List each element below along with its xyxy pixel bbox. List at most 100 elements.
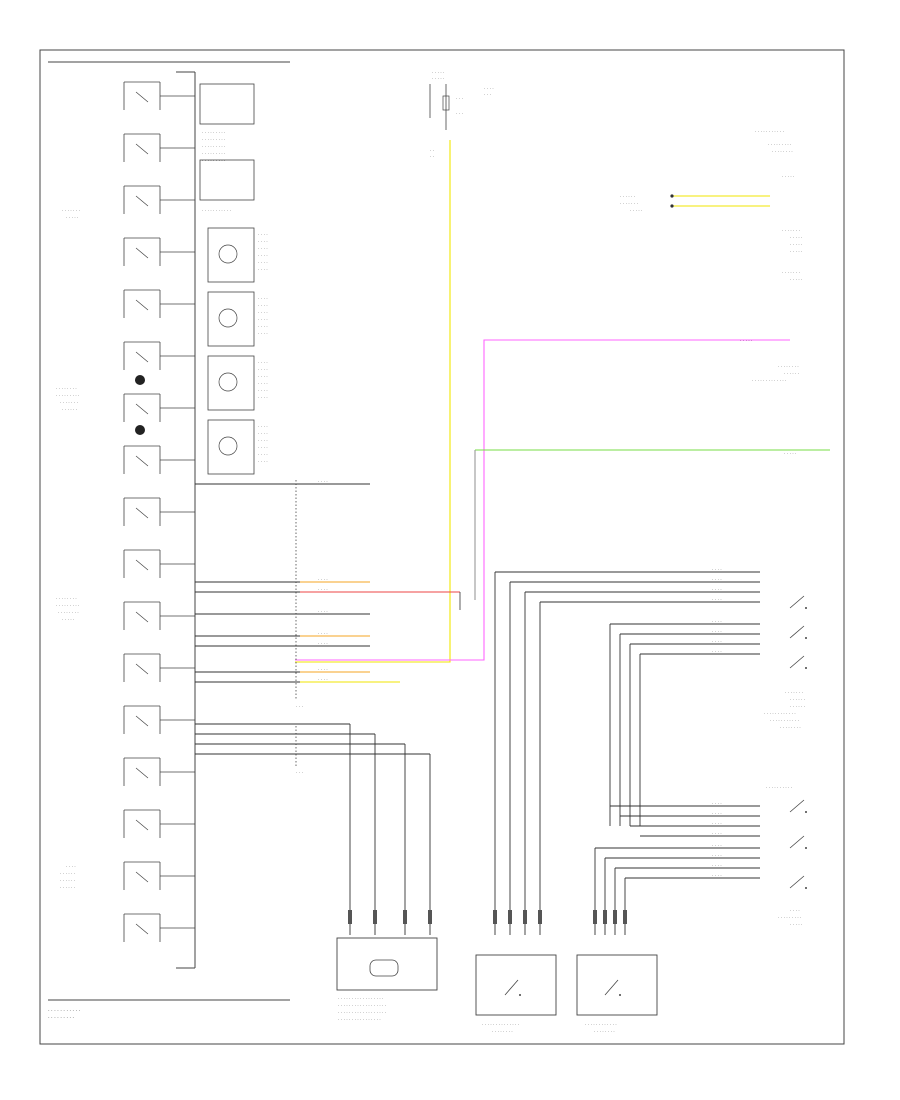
wire-label: · · · · — [712, 801, 722, 806]
connector-pin — [593, 910, 597, 924]
solenoid-stack — [123, 81, 195, 942]
transistor-symbol — [135, 375, 145, 385]
svg-text:· · · · · · · ·: · · · · · · · · — [56, 386, 77, 391]
svg-text:· · · · · · · · ·: · · · · · · · · · — [56, 603, 80, 608]
wire-label: · · · · — [318, 667, 328, 672]
switch-symbol — [789, 875, 805, 889]
svg-text:· · · · · · · ·: · · · · · · · · — [594, 1029, 615, 1034]
solenoid-symbol — [135, 351, 149, 363]
cluster-pin — [670, 194, 674, 198]
svg-text:· · ·: · · · — [456, 96, 463, 101]
svg-text:· · · · ·: · · · · · — [630, 208, 643, 213]
wire-label: · · · · — [318, 587, 328, 592]
speed-sensor-box — [207, 419, 255, 475]
svg-text:· · · · · · · · · · · ·: · · · · · · · · · · · · — [585, 1022, 617, 1027]
solenoid-symbol — [135, 455, 149, 467]
cluster-pin — [670, 204, 674, 208]
wire-label: · · · · — [712, 587, 722, 592]
speed-sensor-coil — [218, 436, 238, 456]
svg-text:· · · · · ·: · · · · · · — [790, 704, 805, 709]
svg-text:· · · · ·: · · · · · — [432, 76, 445, 81]
svg-text:· · · · · · · · ·: · · · · · · · · · — [778, 915, 802, 920]
wire-label: · · · · — [712, 853, 722, 858]
connector-pin — [428, 910, 432, 924]
svg-text:· · · · ·: · · · · · — [790, 277, 803, 282]
svg-text:· · · · · ·: · · · · · · — [60, 871, 75, 876]
solenoid-symbol — [135, 715, 149, 727]
connector-pin — [603, 910, 607, 924]
wire-label: · · · · — [712, 567, 722, 572]
speed-sensor-box — [207, 355, 255, 411]
wire-label: · · · · — [318, 609, 328, 614]
center-connector: · · · · · · — [295, 480, 303, 775]
sensor-label: · · · · · · · · · — [202, 151, 226, 156]
sensor-label: · · · · — [258, 395, 268, 400]
wire-label: · · · · — [712, 873, 722, 878]
sensor-label: · · · · · · · · · — [202, 158, 226, 163]
solenoid-symbol — [135, 403, 149, 415]
speed-sensor-coil — [218, 308, 238, 328]
solenoid-symbol — [135, 247, 149, 259]
svg-text:· · · · · · · · · · ·: · · · · · · · · · · · — [770, 718, 799, 723]
wire-label: · · · · — [712, 639, 722, 644]
svg-text:· · · · · · · · · · · · ·: · · · · · · · · · · · · · — [752, 378, 786, 383]
wire-label: · · · · — [712, 843, 722, 848]
svg-text:· · · · · · ·: · · · · · · · — [782, 228, 800, 233]
sensor-label: · · · · — [258, 260, 268, 265]
wire-label: · · · · — [712, 831, 722, 836]
svg-text:· · · · ·: · · · · · — [790, 249, 803, 254]
svg-text:· · · · · ·: · · · · · · — [60, 878, 75, 883]
solenoid-symbol — [135, 871, 149, 883]
connector-pin — [403, 910, 407, 924]
sensor-label: · · · · — [258, 367, 268, 372]
transmission-control-module: · · · · · · · · · · · · · · · · · · · · — [48, 61, 290, 1021]
sensor-label: · · · · · · · · · · · — [202, 208, 231, 213]
solenoid-symbol — [135, 91, 149, 103]
switch-symbol — [789, 625, 805, 639]
svg-text:· ·: · · — [430, 148, 434, 153]
svg-text:· · · · · · · ·: · · · · · · · · — [58, 610, 79, 615]
speed-sensor-coil — [218, 372, 238, 392]
svg-text:· · · · ·: · · · · · — [66, 215, 79, 220]
connector-pin — [373, 910, 377, 924]
svg-text:· · · · · ·: · · · · · · — [60, 885, 75, 890]
svg-text:· · · · · · · · · · · · · ·: · · · · · · · · · · · · · · — [482, 1022, 519, 1027]
sensor-label: · · · · · · · · · — [202, 137, 226, 142]
svg-text:· · · · ·: · · · · · — [62, 617, 75, 622]
svg-text:· · · · · ·: · · · · · · — [620, 194, 635, 199]
speed-sensor-coil — [218, 244, 238, 264]
svg-text:· · · · · · · ·: · · · · · · · · — [56, 596, 77, 601]
svg-text:· · · · ·: · · · · · — [790, 922, 803, 927]
svg-text:· · · · ·: · · · · · — [790, 242, 803, 247]
svg-text:· · · · · · · · · · · · · · ·: · · · · · · · · · · · · · · · · · · — [338, 1003, 386, 1008]
svg-text:· · ·: · · · — [456, 111, 463, 116]
svg-text:· · · · · · · ·: · · · · · · · · — [492, 1029, 513, 1034]
svg-text:· · · ·: · · · · — [66, 864, 76, 869]
switch-contact — [805, 607, 807, 609]
switch-contact — [805, 847, 807, 849]
svg-text:· · · ·: · · · · — [790, 908, 800, 913]
sensor-label: · · · · — [258, 331, 268, 336]
solenoid-symbol — [135, 195, 149, 207]
sensor-label: · · · · — [258, 374, 268, 379]
svg-text:· · · · · · ·: · · · · · · · — [62, 208, 80, 213]
speed-sensor-group: · · · · · · · · · · · · · · · · · · · · · · ·… — [199, 83, 268, 475]
switch-symbol — [789, 595, 805, 609]
wire-label: · · · · — [712, 597, 722, 602]
svg-text:· · ·: · · · — [296, 770, 303, 775]
wire-label: · · · · — [712, 577, 722, 582]
svg-text:· · · · · · · · · · · · · · ·: · · · · · · · · · · · · · · · · · — [338, 996, 383, 1001]
svg-text:· · · · · · ·: · · · · · · · — [782, 270, 800, 275]
wire-label: · · · · — [712, 811, 722, 816]
sensor-label: · · · · — [258, 431, 268, 436]
speed-sensor-box — [207, 227, 255, 283]
sensor-label: · · · · — [258, 360, 268, 365]
svg-text:· · · · · · · · · · · · · · ·: · · · · · · · · · · · · · · · · — [338, 1017, 381, 1022]
right-wire-bundle: · · · · · · · · · · · · · · · · · · · · · · ·… — [493, 194, 770, 935]
svg-text:· · · · · · · · · · · · · · ·: · · · · · · · · · · · · · · · · · · — [338, 1010, 386, 1015]
svg-text:· · · · ·: · · · · · — [784, 451, 797, 456]
svg-text:· · · · · · · ·: · · · · · · · · — [778, 364, 799, 369]
left-labels: · · · · · · · · · · · · · · · · · · · · … — [56, 208, 80, 890]
svg-text:· · · · ·: · · · · · — [790, 235, 803, 240]
